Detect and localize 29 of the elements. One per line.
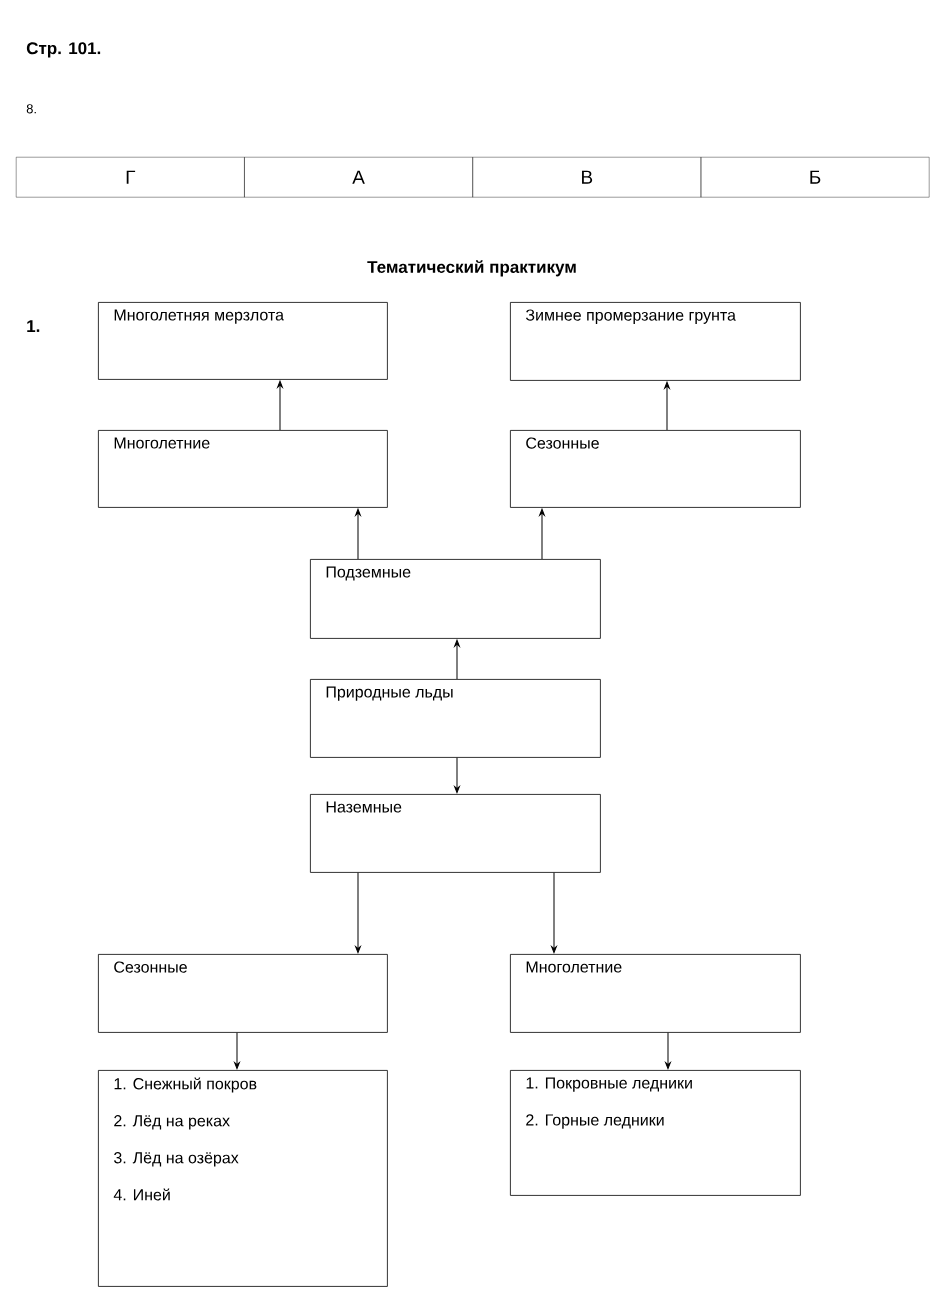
arrow (355, 508, 361, 560)
text-box: Многолетние (98, 430, 388, 508)
question-number: 8. (26, 104, 36, 114)
arrow (355, 872, 361, 954)
table-cell: В (472, 157, 702, 198)
text-box: Многолетняя мерзлота (98, 302, 388, 380)
arrow (665, 1032, 671, 1070)
page-number: Стр. 101. (26, 42, 101, 58)
task-number: 1. (27, 320, 40, 332)
title: Тематический практикум (367, 260, 576, 277)
text-box: Природные льды (310, 679, 601, 758)
text-box: Подземные (310, 559, 601, 639)
text-box: Наземные (310, 794, 601, 873)
arrow (551, 872, 557, 954)
text-box: Зимнее промерзание грунта (510, 302, 801, 381)
text-box: 1. Покровные ледники 2. Горные ледники (510, 1070, 801, 1196)
text-box: Сезонные (510, 430, 801, 508)
table-cell: Г (16, 157, 245, 198)
arrow (539, 508, 545, 560)
text-box: 1. Снежный покров 2. Лёд на реках 3. Лёд на озёрах 4. Иней (98, 1070, 388, 1287)
arrow (234, 1032, 240, 1070)
arrow (454, 639, 460, 680)
arrow (454, 757, 460, 794)
table-cell: А (244, 157, 473, 198)
text-box: Сезонные (98, 954, 388, 1033)
arrow (277, 380, 283, 431)
text-box: Многолетние (510, 954, 801, 1033)
arrow (664, 381, 670, 431)
table-cell: Б (700, 157, 930, 198)
